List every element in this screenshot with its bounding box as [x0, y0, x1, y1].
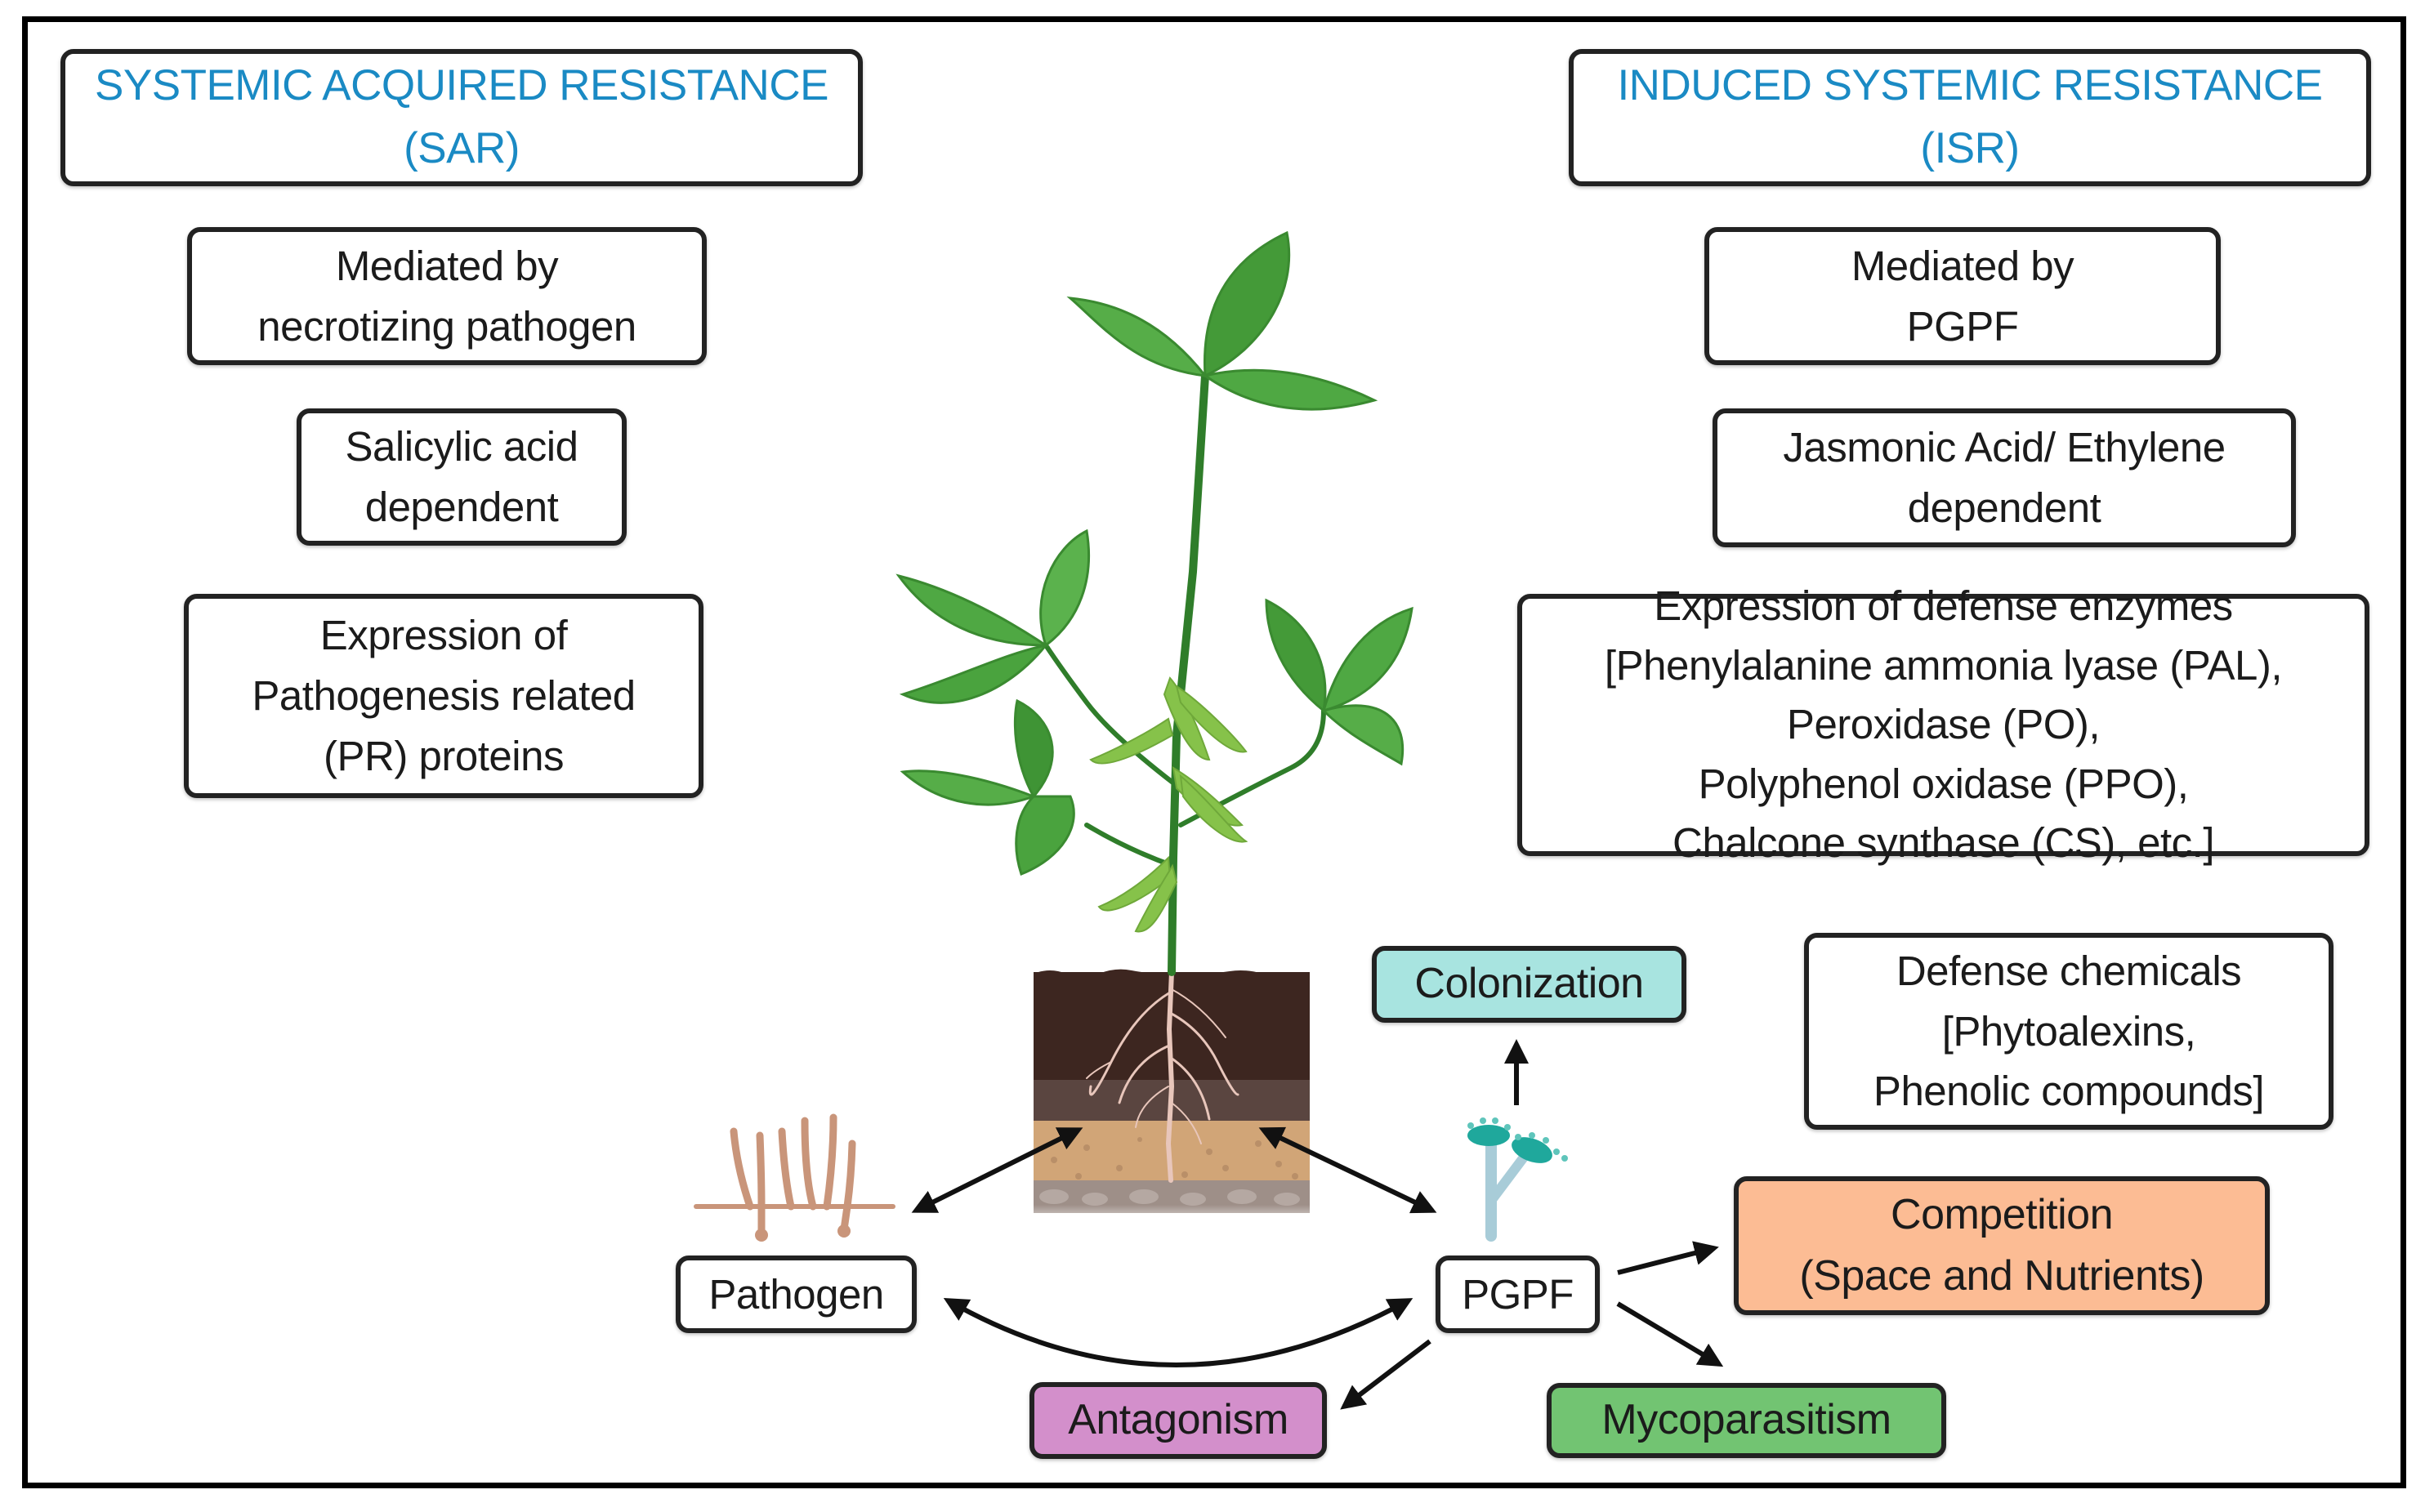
- sar-salicylic-box: Salicylic acid dependent: [297, 408, 627, 546]
- pathogen-box: Pathogen: [676, 1256, 917, 1333]
- isr-mediated-box: Mediated by PGPF: [1704, 227, 2221, 365]
- arrow-pathogen-pgpf: [943, 1298, 1413, 1367]
- competition-label: Competition: [1891, 1190, 2113, 1238]
- box-text-line: Mediated by: [335, 242, 559, 289]
- arrow-soil-pgpf: [1258, 1126, 1437, 1214]
- isr-jasmonic-box: Jasmonic Acid/ Ethylene dependent: [1713, 408, 2296, 547]
- box-text-line: Jasmonic Acid/ Ethylene: [1783, 424, 2226, 471]
- isr-title-box: INDUCED SYSTEMIC RESISTANCE (ISR): [1569, 49, 2371, 186]
- pgpf-box: PGPF: [1436, 1256, 1600, 1333]
- box-text-line: dependent: [364, 484, 559, 530]
- isr-enzymes-box: Expression of defense enzymes [Phenylala…: [1517, 582, 2369, 866]
- arrows: [911, 1039, 1724, 1410]
- competition-box: Competition (Space and Nutrients): [1734, 1176, 2270, 1315]
- sar-title-line2: (SAR): [404, 124, 520, 172]
- isr-title-line1: INDUCED SYSTEMIC RESISTANCE: [1617, 61, 2323, 110]
- mycoparasitism-box: Mycoparasitism: [1547, 1383, 1946, 1458]
- arrow-to-mycoparasitism: [1616, 1301, 1724, 1367]
- arrow-soil-pathogen: [911, 1127, 1083, 1213]
- pathogen-hyphae-icon: [694, 1113, 895, 1242]
- antagonism-box: Antagonism: [1029, 1382, 1327, 1459]
- box-text-line: Pathogenesis related: [252, 672, 636, 720]
- box-text-line: [Phytoalexins,: [1941, 1007, 2196, 1055]
- box-text-line: Phenolic compounds]: [1873, 1068, 2265, 1115]
- isr-defense-chemicals-box: Defense chemicals [Phytoalexins, Phenoli…: [1804, 933, 2333, 1130]
- box-text-line: Mediated by: [1851, 242, 2074, 289]
- pgpf-fungus-icon: [1467, 1117, 1568, 1242]
- competition-sublabel: (Space and Nutrients): [1799, 1252, 2204, 1300]
- pgpf-label: PGPF: [1462, 1270, 1574, 1318]
- sar-title-box: SYSTEMIC ACQUIRED RESISTANCE (SAR): [60, 49, 863, 186]
- sar-mediated-box: Mediated by necrotizing pathogen: [187, 227, 707, 365]
- box-text-line: Defense chemicals: [1896, 947, 2242, 994]
- colonization-box: Colonization: [1372, 946, 1686, 1023]
- box-text-line: [Phenylalanine ammonia lyase (PAL),: [1604, 641, 2283, 689]
- box-text-line: Expression of defense enzymes: [1654, 582, 2233, 630]
- box-text-line: Peroxidase (PO),: [1786, 701, 2101, 748]
- box-text-line: Salicylic acid: [345, 423, 578, 471]
- soybean-plant-icon: [895, 230, 1413, 976]
- sar-title-line1: SYSTEMIC ACQUIRED RESISTANCE: [95, 61, 828, 110]
- box-text-line: Polyphenol oxidase (PPO),: [1698, 760, 2189, 807]
- arrow-to-competition: [1617, 1241, 1719, 1275]
- colonization-label: Colonization: [1414, 960, 1644, 1008]
- box-text-line: Chalcone synthase (CS), etc.]: [1672, 819, 2214, 867]
- box-text-line: PGPF: [1906, 302, 2019, 350]
- box-text-line: (PR) proteins: [324, 732, 564, 779]
- root-system-icon: [1086, 970, 1239, 1183]
- antagonism-label: Antagonism: [1068, 1396, 1288, 1444]
- pathogen-label: Pathogen: [708, 1270, 884, 1318]
- box-text-line: dependent: [1907, 484, 2101, 531]
- box-text-line: Expression of: [319, 612, 568, 659]
- arrow-to-antagonism: [1340, 1339, 1431, 1410]
- box-text-line: necrotizing pathogen: [257, 302, 636, 350]
- mycoparasitism-label: Mycoparasitism: [1601, 1396, 1891, 1444]
- isr-title-line2: (ISR): [1920, 124, 2020, 172]
- sar-pr-proteins-box: Expression of Pathogenesis related (PR) …: [184, 594, 703, 798]
